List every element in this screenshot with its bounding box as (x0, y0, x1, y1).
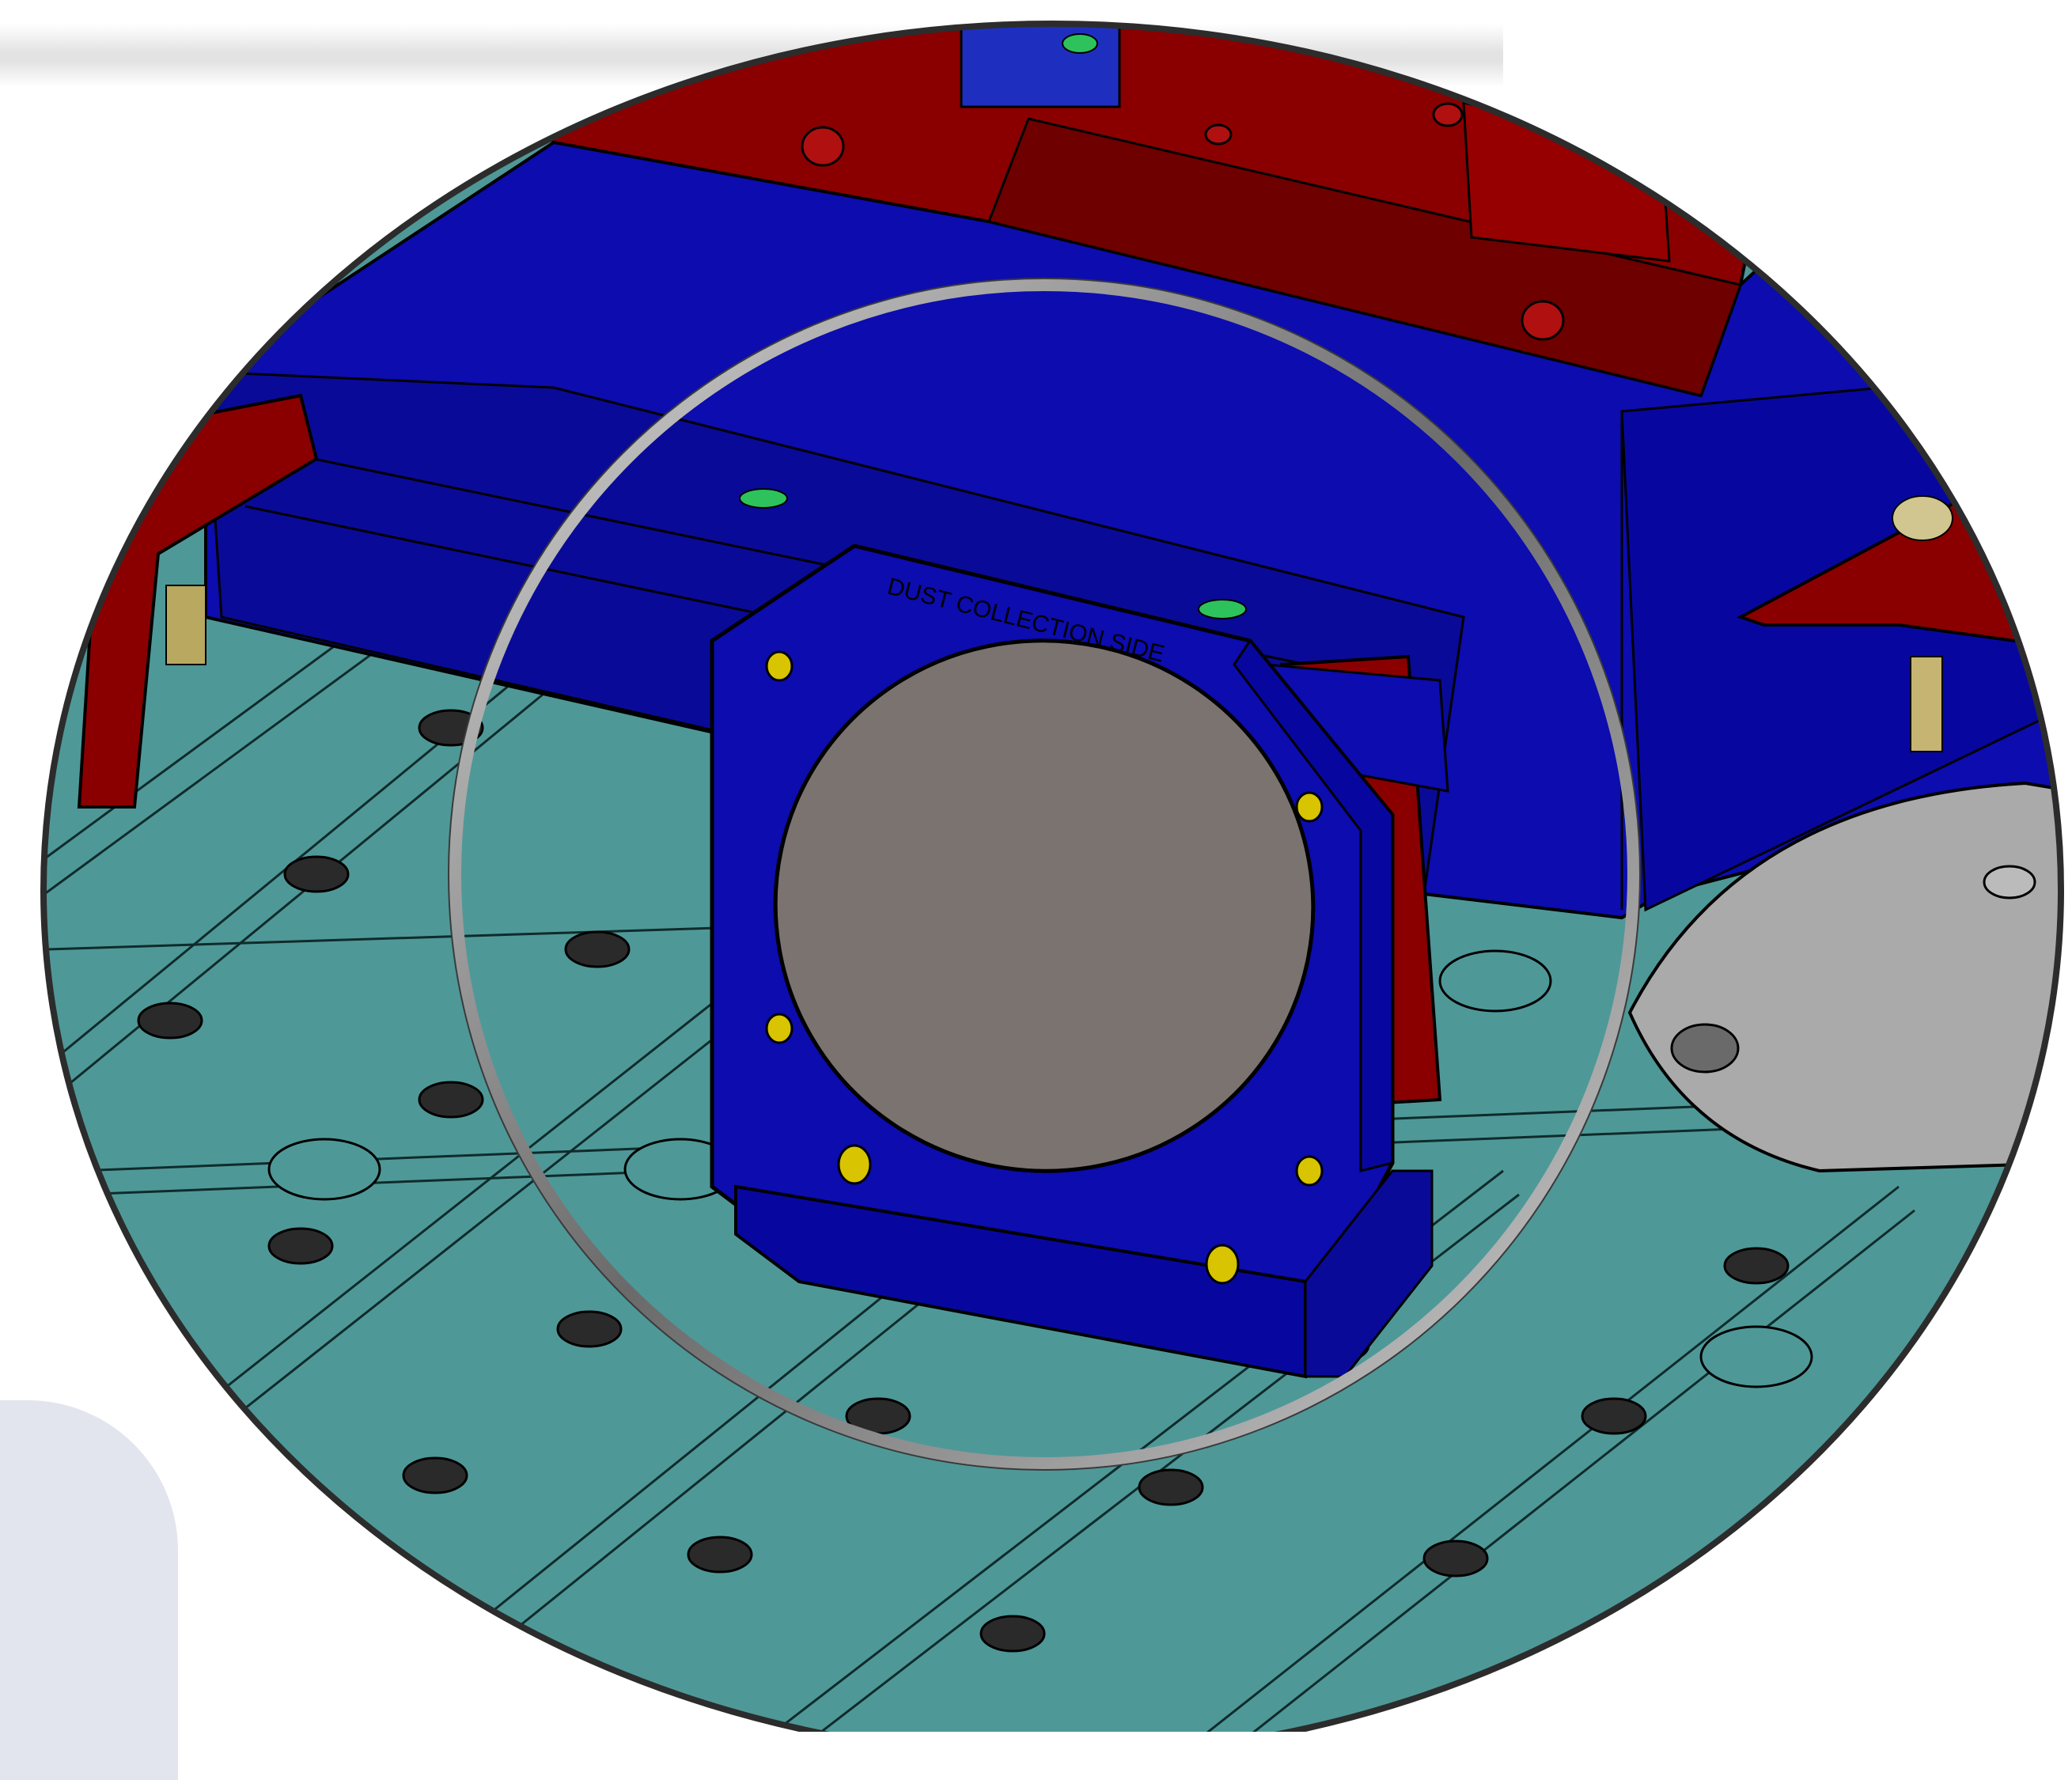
right-clamp-nut (1892, 495, 1953, 541)
disc-hole (1983, 865, 2036, 899)
blue-top-block (960, 24, 1121, 108)
filter-disc (773, 638, 1316, 1173)
mount-screws (765, 650, 1324, 1285)
filter-mount-side (1233, 638, 1394, 1172)
figure-stage: DUST COLLECTION SIDE (0, 21, 2064, 1780)
right-clamp-screw (1910, 656, 1943, 752)
left-clamp-screw (165, 585, 206, 665)
cad-illustration: DUST COLLECTION SIDE (40, 21, 2064, 1732)
disc-screw (1670, 1023, 1740, 1074)
filter-mount-foot (1304, 1169, 1434, 1378)
gray-disc (1627, 781, 2061, 1173)
magnifier-ring-outer-edge (448, 278, 1641, 1471)
green-indicator (1062, 33, 1098, 54)
table-large-holes (267, 949, 1813, 1388)
magnifier-ring-icon (449, 278, 1640, 1470)
oval-border (40, 21, 2064, 1732)
green-indicators (739, 488, 1247, 619)
frame-bolt-holes (801, 102, 1565, 341)
corner-card (0, 1400, 178, 1780)
oval-viewport: DUST COLLECTION SIDE (44, 24, 2061, 1732)
